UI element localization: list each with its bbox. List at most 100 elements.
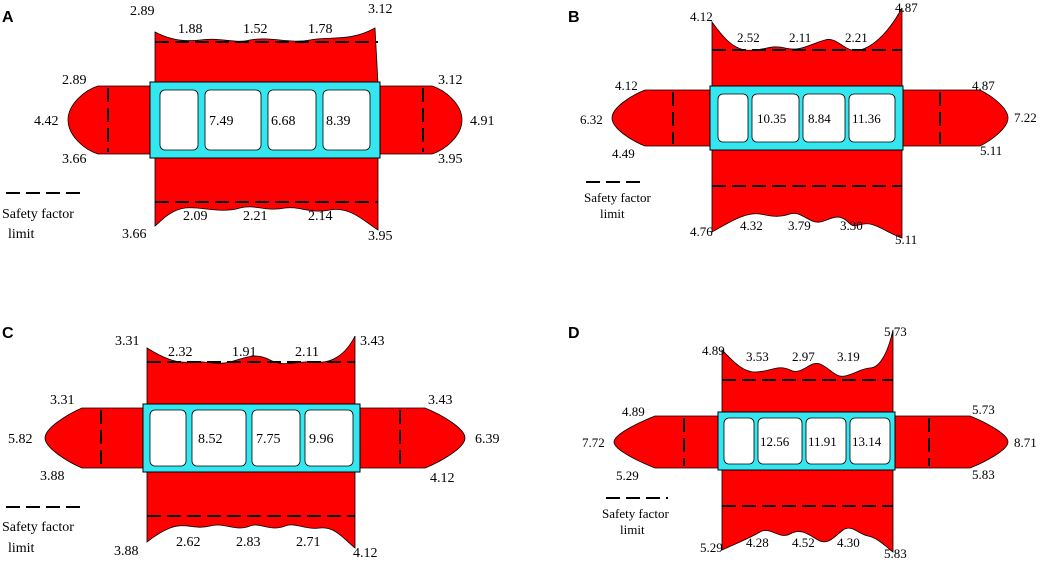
left-wing-bottom-value: 4.49 (612, 146, 635, 161)
cell-1 (204, 89, 262, 151)
cell-1-value: 10.35 (757, 111, 786, 126)
left-wing-tip-value: 6.32 (580, 112, 603, 127)
bottom-mid-value-3: 4.30 (837, 535, 860, 550)
panel-letter: B (568, 9, 580, 26)
top-right-value: 4.87 (895, 0, 918, 15)
top-left-value: 4.89 (702, 343, 725, 358)
cell-3 (848, 93, 896, 143)
bottom-right-value: 5.11 (895, 232, 917, 247)
cell-1-value: 8.52 (198, 432, 223, 447)
top-mid-value-2: 2.11 (789, 30, 811, 45)
bottom-mid-value-2: 2.21 (243, 209, 268, 224)
cell-1-value: 7.49 (209, 114, 234, 129)
left-wing-top-value: 3.31 (50, 393, 75, 408)
left-wing-top-value: 4.89 (622, 404, 645, 419)
bottom-mid-value-1: 4.28 (746, 535, 769, 550)
legend-label-line1: Safety factor (2, 520, 74, 535)
top-mid-value-2: 1.91 (232, 345, 257, 360)
cell-2 (267, 89, 317, 151)
bottom-mid-value-2: 4.52 (792, 535, 815, 550)
top-mid-value-1: 3.53 (746, 349, 769, 364)
cell-2-value: 8.84 (808, 111, 831, 126)
cell-1-value: 12.56 (760, 434, 790, 449)
right-wing-bottom-value: 4.12 (430, 471, 455, 486)
bottom-left-value: 3.66 (122, 227, 147, 242)
top-zone (711, 7, 903, 89)
right-wing-tip-value: 4.91 (470, 114, 495, 129)
left-wing-tip-value: 7.72 (582, 435, 605, 450)
right-wing-top-value: 3.12 (438, 73, 463, 88)
left-wing-top-value: 2.89 (62, 73, 87, 88)
bottom-zone (146, 469, 356, 549)
cell-2-value: 7.75 (256, 432, 281, 447)
cell-3-value: 8.39 (326, 114, 351, 129)
left-wing-bottom-value: 5.29 (616, 468, 639, 483)
bottom-zone (721, 467, 894, 553)
bottom-zone (154, 155, 379, 231)
left-wing-bottom-value: 3.88 (40, 469, 65, 484)
top-zone (721, 329, 894, 415)
top-mid-value-1: 1.88 (178, 22, 203, 37)
bottom-left-value: 5.29 (700, 540, 723, 555)
cell-2-value: 11.91 (808, 434, 837, 449)
panel-d: D 4.89 5.73 3.53 2.97 3.19 4.28 4.52 4.3… (568, 324, 1037, 561)
panel-letter: D (568, 325, 580, 342)
cell-empty (149, 409, 187, 467)
bottom-mid-value-2: 2.83 (236, 535, 261, 550)
top-right-value: 3.12 (368, 2, 393, 17)
bottom-left-value: 3.88 (114, 544, 139, 559)
right-wing-bottom-value: 5.83 (972, 467, 995, 482)
bottom-left-value: 4.76 (690, 224, 713, 239)
panel-c: C 3.31 3.43 2.32 1.91 2.11 2.62 2.83 2.7… (2, 325, 500, 561)
bottom-mid-value-1: 2.62 (176, 535, 201, 550)
right-wing-tip-value: 6.39 (475, 432, 500, 447)
legend-label-line1: Safety factor (2, 207, 74, 222)
left-wing (611, 89, 711, 147)
cell-3 (304, 409, 354, 467)
legend-label-line2: limit (8, 227, 35, 242)
right-wing-bottom-value: 3.95 (438, 152, 463, 167)
cell-3-value: 13.14 (852, 434, 882, 449)
cell-empty (717, 93, 749, 143)
bottom-mid-value-1: 4.32 (740, 218, 763, 233)
bottom-zone (711, 149, 903, 239)
legend-label-line2: limit (8, 541, 35, 556)
legend-label-line2: limit (600, 206, 625, 221)
right-wing-top-value: 4.87 (972, 78, 995, 93)
top-mid-value-3: 2.21 (845, 30, 868, 45)
bottom-mid-value-3: 3.30 (840, 218, 863, 233)
panel-b: B 4.12 4.87 2.52 2.11 2.21 4.32 3.79 3.3… (568, 0, 1037, 247)
right-wing (379, 85, 463, 155)
right-wing-top-value: 5.73 (972, 402, 995, 417)
cell-3-value: 11.36 (852, 111, 881, 126)
cell-3-value: 9.96 (309, 432, 334, 447)
cell-2 (802, 93, 846, 143)
left-wing-top-value: 4.12 (615, 78, 638, 93)
top-right-value: 3.43 (360, 334, 385, 349)
legend-label-line1: Safety factor (602, 506, 669, 521)
left-wing-tip-value: 5.82 (8, 432, 33, 447)
top-mid-value-3: 2.11 (295, 345, 319, 360)
cell-2-value: 6.68 (271, 114, 296, 129)
bottom-mid-value-3: 2.14 (308, 209, 333, 224)
top-mid-value-3: 3.19 (837, 349, 860, 364)
top-mid-value-1: 2.52 (737, 30, 760, 45)
bottom-right-value: 4.12 (353, 546, 378, 561)
top-left-value: 2.89 (130, 4, 155, 19)
cell-1 (191, 409, 247, 467)
legend-label-line2: limit (620, 522, 645, 537)
top-mid-value-2: 2.97 (792, 349, 815, 364)
bottom-mid-value-2: 3.79 (788, 218, 811, 233)
bottom-mid-value-3: 2.71 (296, 535, 321, 550)
cell-1 (751, 93, 800, 143)
left-wing-bottom-value: 3.66 (62, 152, 87, 167)
right-wing (359, 407, 466, 469)
cell-empty (723, 417, 755, 465)
top-left-value: 3.31 (115, 334, 140, 349)
cell-3 (849, 417, 891, 465)
right-wing (902, 89, 1009, 147)
right-wing-top-value: 3.43 (428, 393, 453, 408)
legend-label-line1: Safety factor (584, 190, 651, 205)
right-wing-tip-value: 7.22 (1014, 110, 1037, 125)
